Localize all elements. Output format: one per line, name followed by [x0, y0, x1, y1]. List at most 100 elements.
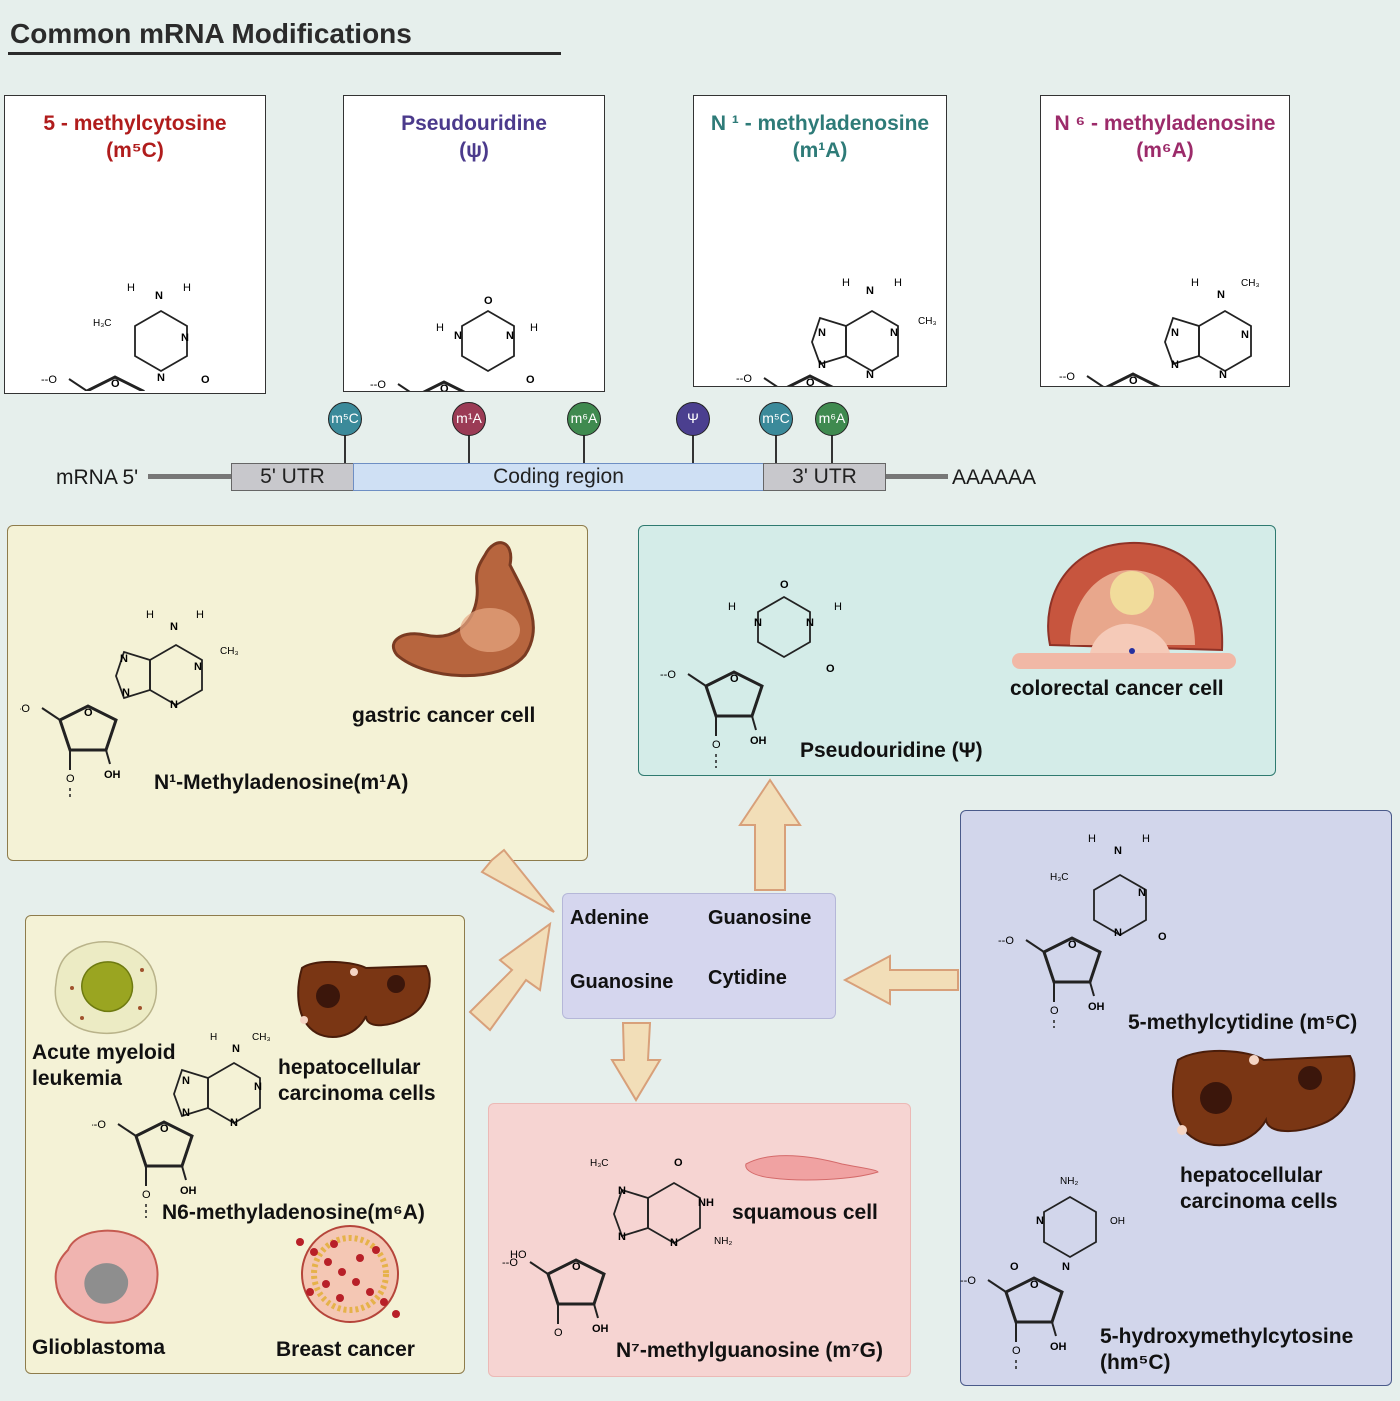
svg-text:N: N	[1114, 927, 1122, 939]
svg-text:N: N	[618, 1231, 626, 1243]
svg-text:O: O	[1010, 1261, 1019, 1273]
pseudouridine-structure-icon: O HN NH O	[368, 295, 538, 391]
marker-m6a-2: m⁶A	[815, 402, 849, 436]
svg-text:N: N	[506, 330, 514, 342]
svg-text:H: H	[196, 609, 204, 621]
svg-text:NH₂: NH₂	[714, 1236, 732, 1247]
figure-title: Common mRNA Modifications	[10, 18, 412, 49]
psi-compound-label: Pseudouridine (Ψ)	[800, 739, 983, 762]
arrow-up-icon	[738, 778, 802, 891]
card-m6a-title: N ⁶ - methyladenosine (m⁶A)	[1041, 110, 1289, 165]
marker-psi: Ψ	[676, 402, 710, 436]
svg-text:N: N	[122, 687, 130, 699]
svg-text:NH₂: NH₂	[1060, 1176, 1078, 1187]
m6a-compound-label: N6-methyladenosine(m⁶A)	[162, 1201, 425, 1224]
aml-cell-icon	[54, 941, 158, 1035]
svg-text:H: H	[728, 601, 736, 613]
svg-text:N: N	[1217, 289, 1225, 301]
svg-text:N: N	[670, 1237, 678, 1249]
arrow-to-m1a-icon	[480, 848, 555, 913]
svg-text:H: H	[530, 322, 538, 334]
psi-cancer-label: colorectal cancer cell	[1010, 677, 1224, 700]
svg-text:O: O	[826, 663, 835, 675]
svg-text:O: O	[484, 295, 493, 307]
m5c-compound-label: 5-methylcytidine (m⁵C)	[1128, 1011, 1358, 1034]
card-m1a-title: N ¹ - methyladenosine (m¹A)	[694, 110, 946, 165]
svg-text:N: N	[157, 372, 165, 384]
svg-text:N: N	[1062, 1261, 1070, 1273]
glioblastoma-icon	[54, 1229, 159, 1324]
card-m5c-title: 5 - methylcytosine (m⁵C)	[5, 110, 265, 165]
arrow-left-icon	[842, 954, 959, 1006]
svg-text:O: O	[201, 374, 210, 386]
svg-text:N: N	[181, 332, 189, 344]
svg-text:N: N	[1114, 845, 1122, 857]
svg-text:H: H	[127, 282, 135, 294]
center-adenine: Adenine	[570, 907, 649, 929]
svg-text:N: N	[1036, 1215, 1044, 1227]
svg-text:N: N	[1171, 359, 1179, 371]
svg-text:N: N	[1219, 369, 1227, 381]
marker-stem	[831, 433, 833, 463]
svg-text:N: N	[866, 369, 874, 381]
svg-text:H: H	[842, 277, 850, 289]
breast-cancer-icon	[296, 1225, 400, 1323]
card-m1a-abbr: (m¹A)	[792, 139, 848, 163]
psi-box-structure-icon: O HN NH O	[658, 579, 842, 770]
svg-text:N: N	[170, 699, 178, 711]
psi-cancer-box	[638, 525, 1276, 776]
svg-text:H: H	[210, 1032, 217, 1043]
svg-text:N: N	[170, 621, 178, 633]
svg-text:N: N	[1138, 887, 1146, 899]
svg-text:CH₃: CH₃	[1241, 278, 1260, 289]
arrow-to-m6a-icon	[468, 921, 552, 1032]
nucleoside-box	[562, 893, 836, 1019]
svg-text:OH: OH	[1110, 1216, 1125, 1227]
liver-tumor-icon	[297, 960, 431, 1038]
svg-text:N: N	[1241, 329, 1249, 341]
svg-text:HO: HO	[510, 1249, 527, 1261]
center-cytidine: Cytidine	[708, 967, 787, 989]
svg-text:O: O	[1158, 931, 1167, 943]
mrna-left-label: mRNA 5'	[56, 466, 139, 489]
svg-text:N: N	[818, 327, 826, 339]
card-m5c-name: 5 - methylcytosine	[43, 112, 227, 135]
marker-m5c-1: m⁵C	[328, 402, 362, 436]
marker-stem	[344, 433, 346, 463]
m7g-structure-icon: H₃C O N N NH N NH₂ HO	[500, 1157, 732, 1340]
m7g-compound-label: N⁷-methylguanosine (m⁷G)	[616, 1339, 884, 1362]
m5c-hcc-label: hepatocellular carcinoma cells	[1180, 1164, 1338, 1213]
svg-text:CH₃: CH₃	[220, 646, 239, 657]
center-guanosine-1: Guanosine	[708, 907, 812, 929]
center-guanosine-2: Guanosine	[570, 971, 674, 993]
svg-text:N: N	[254, 1081, 262, 1093]
hm5c-compound-label-2: (hm⁵C)	[1100, 1351, 1171, 1374]
mrna-polya-label: AAAAAA	[952, 466, 1037, 489]
svg-text:H: H	[834, 601, 842, 613]
marker-stem	[692, 433, 694, 463]
svg-text:N: N	[194, 661, 202, 673]
svg-text:N: N	[232, 1043, 240, 1055]
svg-text:H₃C: H₃C	[590, 1158, 609, 1169]
aml-label: Acute myeloid leukemia	[32, 1041, 176, 1090]
svg-text:O: O	[674, 1157, 683, 1169]
svg-text:H: H	[1191, 277, 1199, 289]
marker-stem	[468, 433, 470, 463]
arrow-down-icon	[610, 1022, 662, 1102]
card-m5c-abbr: (m⁵C)	[106, 139, 164, 163]
svg-text:N: N	[818, 359, 826, 371]
svg-text:H₃C: H₃C	[1050, 872, 1069, 883]
card-m6a-abbr: (m⁶A)	[1136, 139, 1194, 163]
segment-coding: Coding region	[353, 463, 764, 491]
m6a-hcc-label: hepatocellular carcinoma cells	[278, 1056, 436, 1105]
marker-m1a: m¹A	[452, 402, 486, 436]
card-psi-name: Pseudouridine	[401, 112, 547, 135]
svg-text:O: O	[526, 374, 535, 386]
